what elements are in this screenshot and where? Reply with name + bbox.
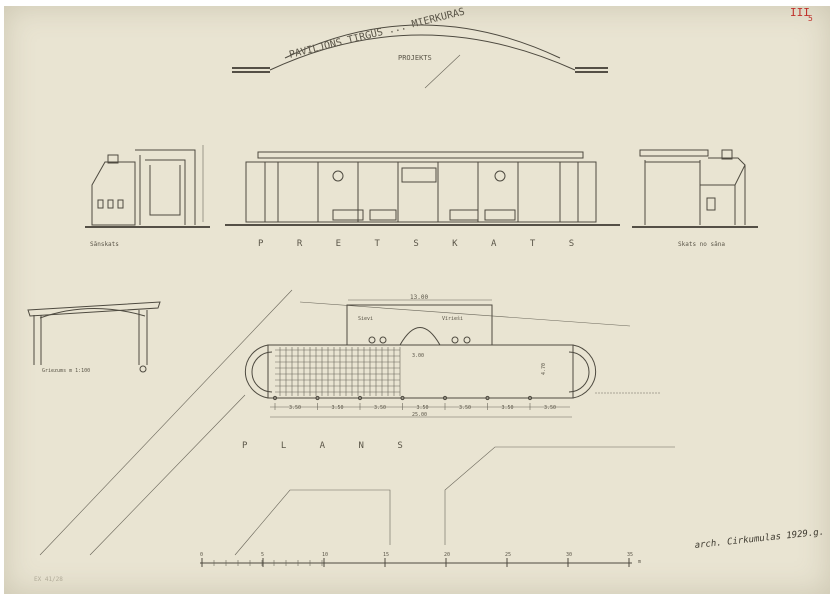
scale-bar: 0 5 10 15 20 25 30 35 m	[200, 552, 641, 567]
total-dimension: 25.00	[412, 412, 427, 418]
room-right-label: Vīrieši	[442, 315, 463, 322]
column	[400, 395, 405, 401]
scale-tick-label: 15	[383, 552, 389, 558]
section-label: Griezums m 1:100	[42, 368, 90, 374]
scale-tick-label: 35	[627, 552, 633, 558]
right-side-elevation: Skats no sāna	[632, 149, 758, 248]
bay-dimension: 3.50	[289, 405, 301, 411]
signature: arch. Cirkumulas 1929.g.	[694, 527, 824, 551]
column	[357, 395, 363, 401]
column	[485, 395, 490, 401]
scale-tick-label: 20	[444, 552, 450, 558]
bay-dimension: 3.50	[374, 405, 386, 411]
archive-stamp: EX 41/28	[34, 576, 63, 583]
column	[527, 395, 533, 401]
scale-tick-label: 30	[566, 552, 572, 558]
sheet-subnumber: 5	[808, 14, 813, 23]
column	[272, 395, 278, 401]
scale-tick-label: 0	[200, 552, 203, 558]
front-elevation-label: P R E T S K A T S	[258, 239, 588, 249]
bay-dimension: 3.50	[502, 405, 514, 411]
subtitle: PROJEKTS	[398, 54, 432, 62]
roof-section: Griezums m 1:100	[27, 301, 161, 374]
left-elevation-label: Sānskats	[90, 241, 119, 248]
plan-top-dimension: 13.00	[410, 294, 428, 301]
floor-plan: 13.00 Sievi Vīrieši 3.00 4.70 3.50 3.50 3.…	[242, 294, 660, 451]
scale-tick-label: 10	[322, 552, 328, 558]
scale-tick-label: 25	[505, 552, 511, 558]
bay-dimension: 3.50	[417, 405, 429, 411]
right-elevation-label: Skats no sāna	[678, 241, 725, 248]
title-arch-text: PAVILJONS TIRGUS ... MIERKURAS	[288, 7, 466, 61]
room-left-label: Sievi	[358, 316, 373, 322]
sheet-number: III	[790, 6, 810, 19]
left-side-elevation: Sānskats	[85, 145, 210, 248]
plan-label: P L A N S	[242, 441, 417, 451]
front-elevation: P R E T S K A T S	[225, 151, 620, 249]
bay-dimension: 3.50	[459, 405, 471, 411]
depth-dimension: 4.70	[541, 363, 547, 375]
scale-unit: m	[638, 559, 641, 565]
bay-dimension: 3.50	[332, 405, 344, 411]
center-dimension: 3.00	[412, 353, 424, 359]
scale-tick-label: 5	[261, 552, 264, 558]
column	[315, 395, 320, 401]
title-arch: PAVILJONS TIRGUS ... MIERKURAS PROJEKTS	[232, 7, 608, 89]
bay-dimension: 3.50	[544, 405, 556, 411]
column	[442, 395, 448, 401]
